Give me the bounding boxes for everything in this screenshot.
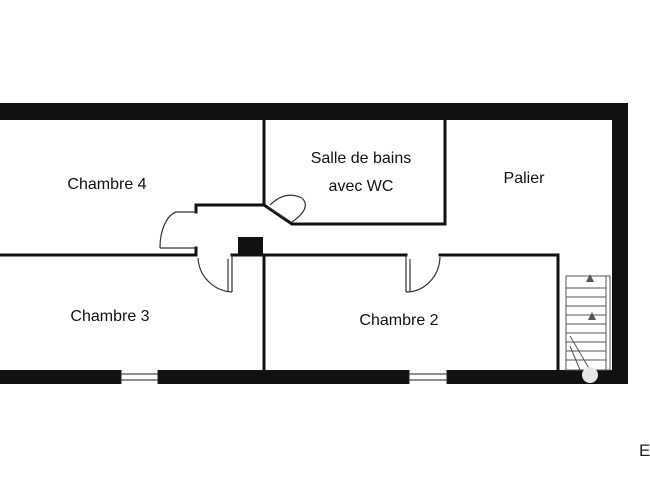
right-wall [612, 103, 628, 384]
staircase [565, 274, 611, 383]
stair-newel [582, 367, 598, 383]
window-chambre2 [408, 370, 448, 384]
door-chambre2 [405, 255, 441, 293]
label-chambre4: Chambre 4 [67, 176, 146, 193]
corner-text: E [639, 441, 650, 460]
wall-bathroom [261, 118, 447, 226]
stair-arrow-icon [588, 312, 596, 320]
windows [120, 370, 448, 384]
door-chambre4 [159, 211, 196, 249]
door-salle-de-bains [267, 194, 306, 223]
label-chambre3: Chambre 3 [70, 308, 149, 325]
wall-ch4-corridor [194, 203, 266, 214]
window-chambre3 [120, 370, 159, 384]
duct-block [238, 237, 263, 255]
label-chambre2: Chambre 2 [359, 312, 438, 329]
bottom-wall [0, 370, 628, 384]
label-salle-de-bains-line1: Salle de bains [311, 150, 412, 167]
stair-arrow-up-icon [586, 274, 594, 282]
label-salle-de-bains-line2: avec WC [329, 178, 394, 195]
top-wall [0, 103, 628, 120]
door-chambre3 [197, 255, 233, 293]
doors [159, 194, 441, 293]
interior-walls [0, 118, 560, 372]
label-palier: Palier [504, 170, 546, 187]
outer-walls [0, 103, 628, 384]
